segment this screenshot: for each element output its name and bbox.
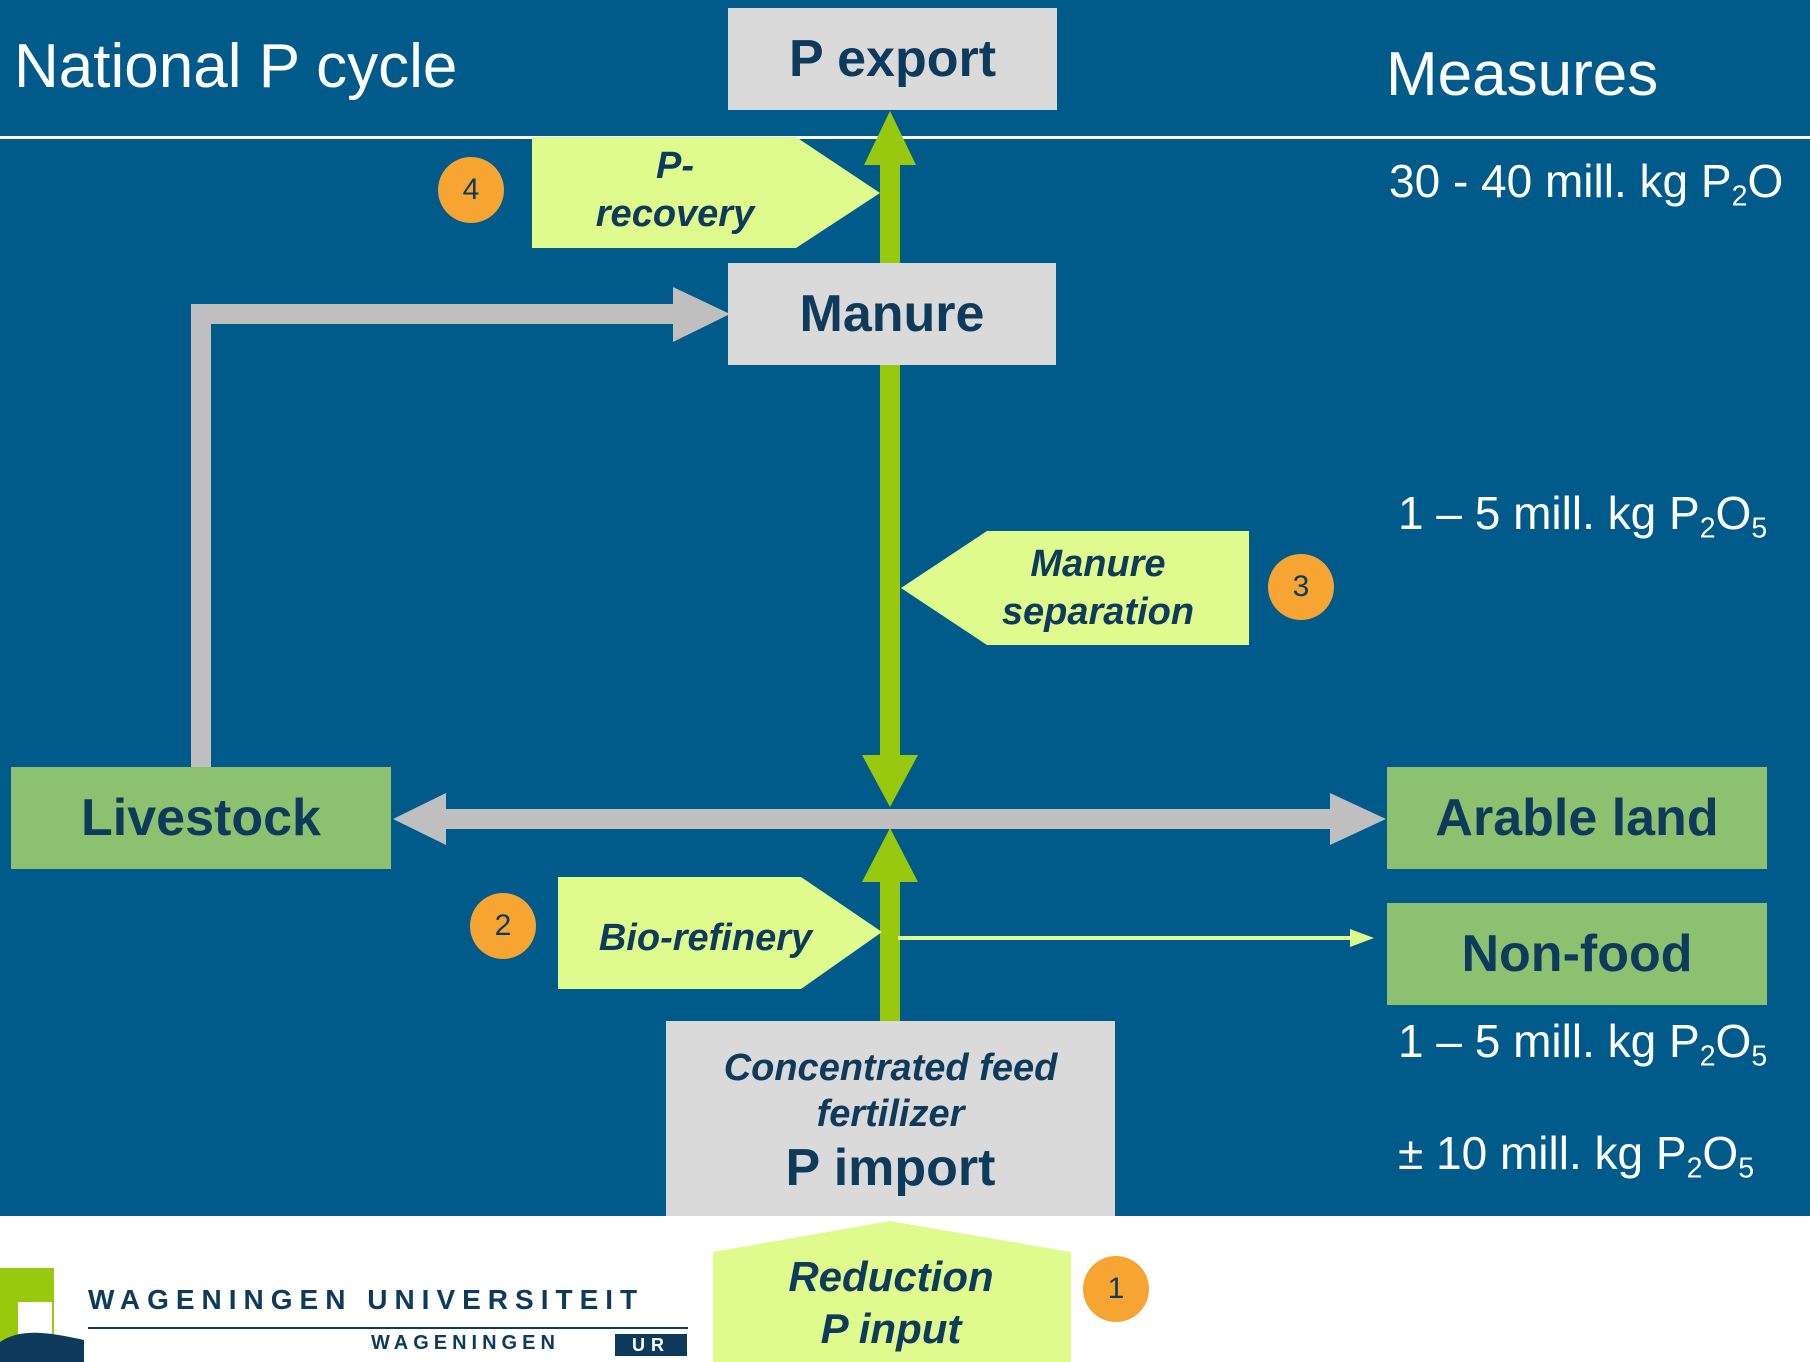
measures-heading: Measures (1386, 40, 1659, 109)
logo-text-wageningen: WAGENINGEN (371, 1332, 560, 1354)
header-rule (0, 136, 1810, 139)
node-manure: Manure (728, 263, 1056, 365)
badge-1: 1 (1083, 1256, 1149, 1322)
label-p-recovery: P-recovery (595, 145, 755, 235)
node-p-export: P export (728, 8, 1057, 110)
logo-ur-badge: UR (615, 1334, 687, 1356)
measure-value-p-export: 30 - 40 mill. kg P2O (1389, 155, 1784, 213)
badge-4: 4 (438, 157, 504, 223)
label-reduction-line2: P input (820, 1305, 962, 1352)
measure-value-manure-separation: 1 – 5 mill. kg P2O5 (1398, 487, 1768, 545)
badge-3: 3 (1268, 554, 1334, 620)
node-arable-land: Arable land (1387, 767, 1767, 869)
label-reduction-line1: Reduction (788, 1253, 994, 1300)
badge-2: 2 (470, 893, 536, 959)
label-bio-refinery: Bio-refinery (598, 917, 813, 959)
label-manure-separation: Manure separation (1001, 543, 1195, 633)
logo-rule (88, 1327, 688, 1329)
logo-text-university: WAGENINGEN UNIVERSITEIT (88, 1284, 645, 1315)
measure-value-bio-refinery: 1 – 5 mill. kg P2O5 (1398, 1015, 1768, 1073)
logo-mark-icon (0, 1268, 84, 1362)
node-livestock: Livestock (11, 767, 391, 869)
measure-value-reduction: ± 10 mill. kg P2O5 (1398, 1127, 1755, 1185)
label-reduction-p-input: Reduction P input (712, 1251, 1070, 1355)
wageningen-logo: WAGENINGEN UNIVERSITEIT WAGENINGEN UR (0, 1268, 700, 1362)
p-import-title: P import (785, 1139, 996, 1197)
node-p-import: Concentrated feed fertilizer P import (666, 1021, 1115, 1216)
slide-title: National P cycle (14, 32, 458, 101)
p-import-subtitle: Concentrated feed fertilizer (723, 1047, 1058, 1135)
node-non-food: Non-food (1387, 903, 1767, 1005)
